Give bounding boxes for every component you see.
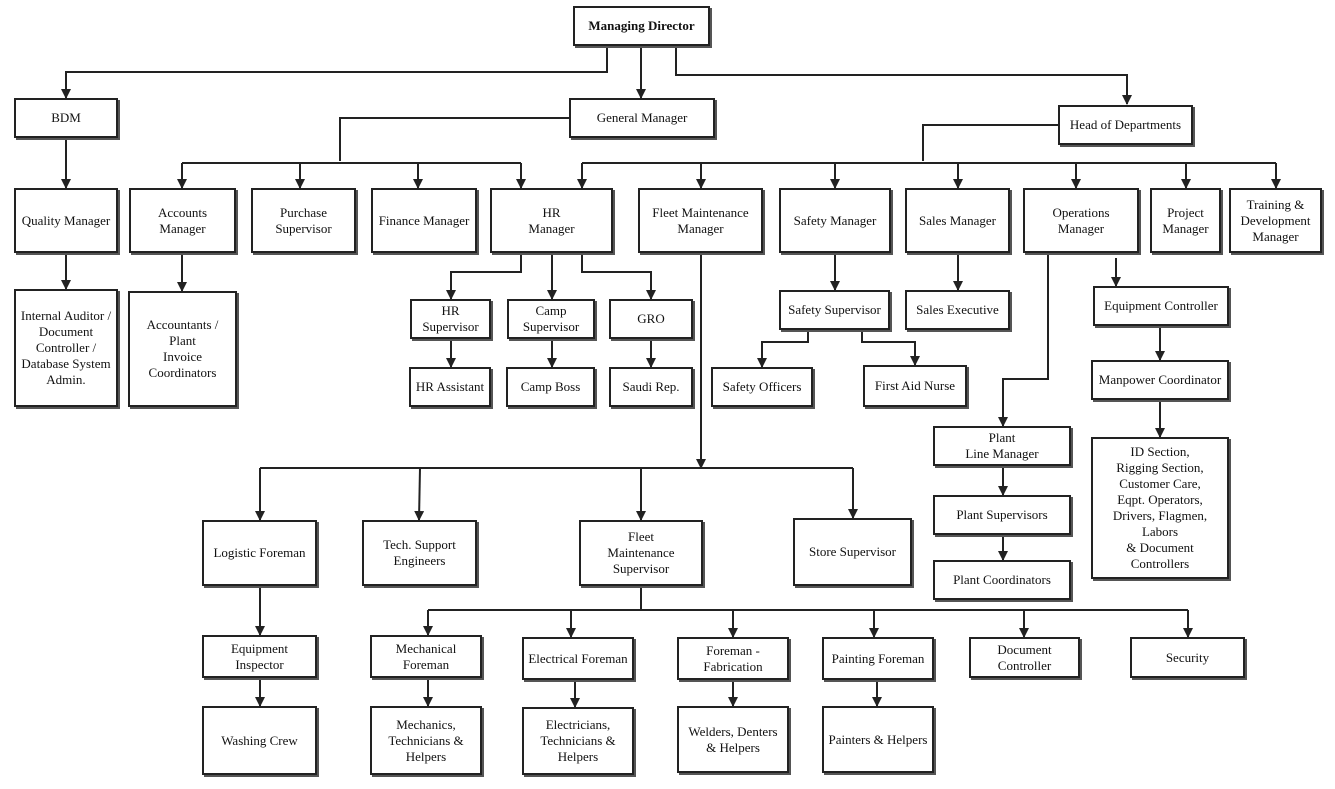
gro-box: GRO xyxy=(609,299,693,339)
purchase-supervisor-box: Purchase Supervisor xyxy=(251,188,356,253)
painters-helpers-box: Painters & Helpers xyxy=(822,706,934,773)
managing-director-box: Managing Director xyxy=(573,6,710,46)
plant-coordinators-box: Plant Coordinators xyxy=(933,560,1071,600)
hr-supervisor-box: HR Supervisor xyxy=(410,299,491,339)
saudi-rep-box: Saudi Rep. xyxy=(609,367,693,407)
safety-manager-box: Safety Manager xyxy=(779,188,891,253)
safety-supervisor-box: Safety Supervisor xyxy=(779,290,890,330)
document-controller-box: Document Controller xyxy=(969,637,1080,678)
equipment-inspector-box: Equipment Inspector xyxy=(202,635,317,678)
accounts-manager-box: Accounts Manager xyxy=(129,188,236,253)
fleet-maintenance-manager-box: Fleet Maintenance Manager xyxy=(638,188,763,253)
operations-manager-box: Operations Manager xyxy=(1023,188,1139,253)
logistic-foreman-box: Logistic Foreman xyxy=(202,520,317,586)
training-development-manager-box: Training & Development Manager xyxy=(1229,188,1322,253)
security-box: Security xyxy=(1130,637,1245,678)
internal-auditor-box: Internal Auditor / Document Controller /… xyxy=(14,289,118,407)
mechanics-helpers-box: Mechanics, Technicians & Helpers xyxy=(370,706,482,775)
bdm-box: BDM xyxy=(14,98,118,138)
general-manager-box: General Manager xyxy=(569,98,715,138)
store-supervisor-box: Store Supervisor xyxy=(793,518,912,586)
safety-officers-box: Safety Officers xyxy=(711,367,813,407)
first-aid-nurse-box: First Aid Nurse xyxy=(863,365,967,407)
manpower-coordinator-box: Manpower Coordinator xyxy=(1091,360,1229,400)
welders-helpers-box: Welders, Denters & Helpers xyxy=(677,706,789,773)
foreman-fabrication-box: Foreman - Fabrication xyxy=(677,637,789,680)
electricians-helpers-box: Electricians, Technicians & Helpers xyxy=(522,707,634,775)
accountants-box: Accountants / Plant Invoice Coordinators xyxy=(128,291,237,407)
sales-executive-box: Sales Executive xyxy=(905,290,1010,330)
hr-assistant-box: HR Assistant xyxy=(409,367,491,407)
plant-line-manager-box: Plant Line Manager xyxy=(933,426,1071,466)
head-of-departments-box: Head of Departments xyxy=(1058,105,1193,145)
project-manager-box: Project Manager xyxy=(1150,188,1221,253)
hr-manager-box: HR Manager xyxy=(490,188,613,253)
quality-manager-box: Quality Manager xyxy=(14,188,118,253)
camp-boss-box: Camp Boss xyxy=(506,367,595,407)
id-section-box: ID Section, Rigging Section, Customer Ca… xyxy=(1091,437,1229,579)
mechanical-foreman-box: Mechanical Foreman xyxy=(370,635,482,678)
electrical-foreman-box: Electrical Foreman xyxy=(522,637,634,680)
sales-manager-box: Sales Manager xyxy=(905,188,1010,253)
plant-supervisors-box: Plant Supervisors xyxy=(933,495,1071,535)
equipment-controller-box: Equipment Controller xyxy=(1093,286,1229,326)
washing-crew-box: Washing Crew xyxy=(202,706,317,775)
finance-manager-box: Finance Manager xyxy=(371,188,477,253)
camp-supervisor-box: Camp Supervisor xyxy=(507,299,595,339)
painting-foreman-box: Painting Foreman xyxy=(822,637,934,680)
fleet-maintenance-supervisor-box: Fleet Maintenance Supervisor xyxy=(579,520,703,586)
tech-support-engineers-box: Tech. Support Engineers xyxy=(362,520,477,586)
